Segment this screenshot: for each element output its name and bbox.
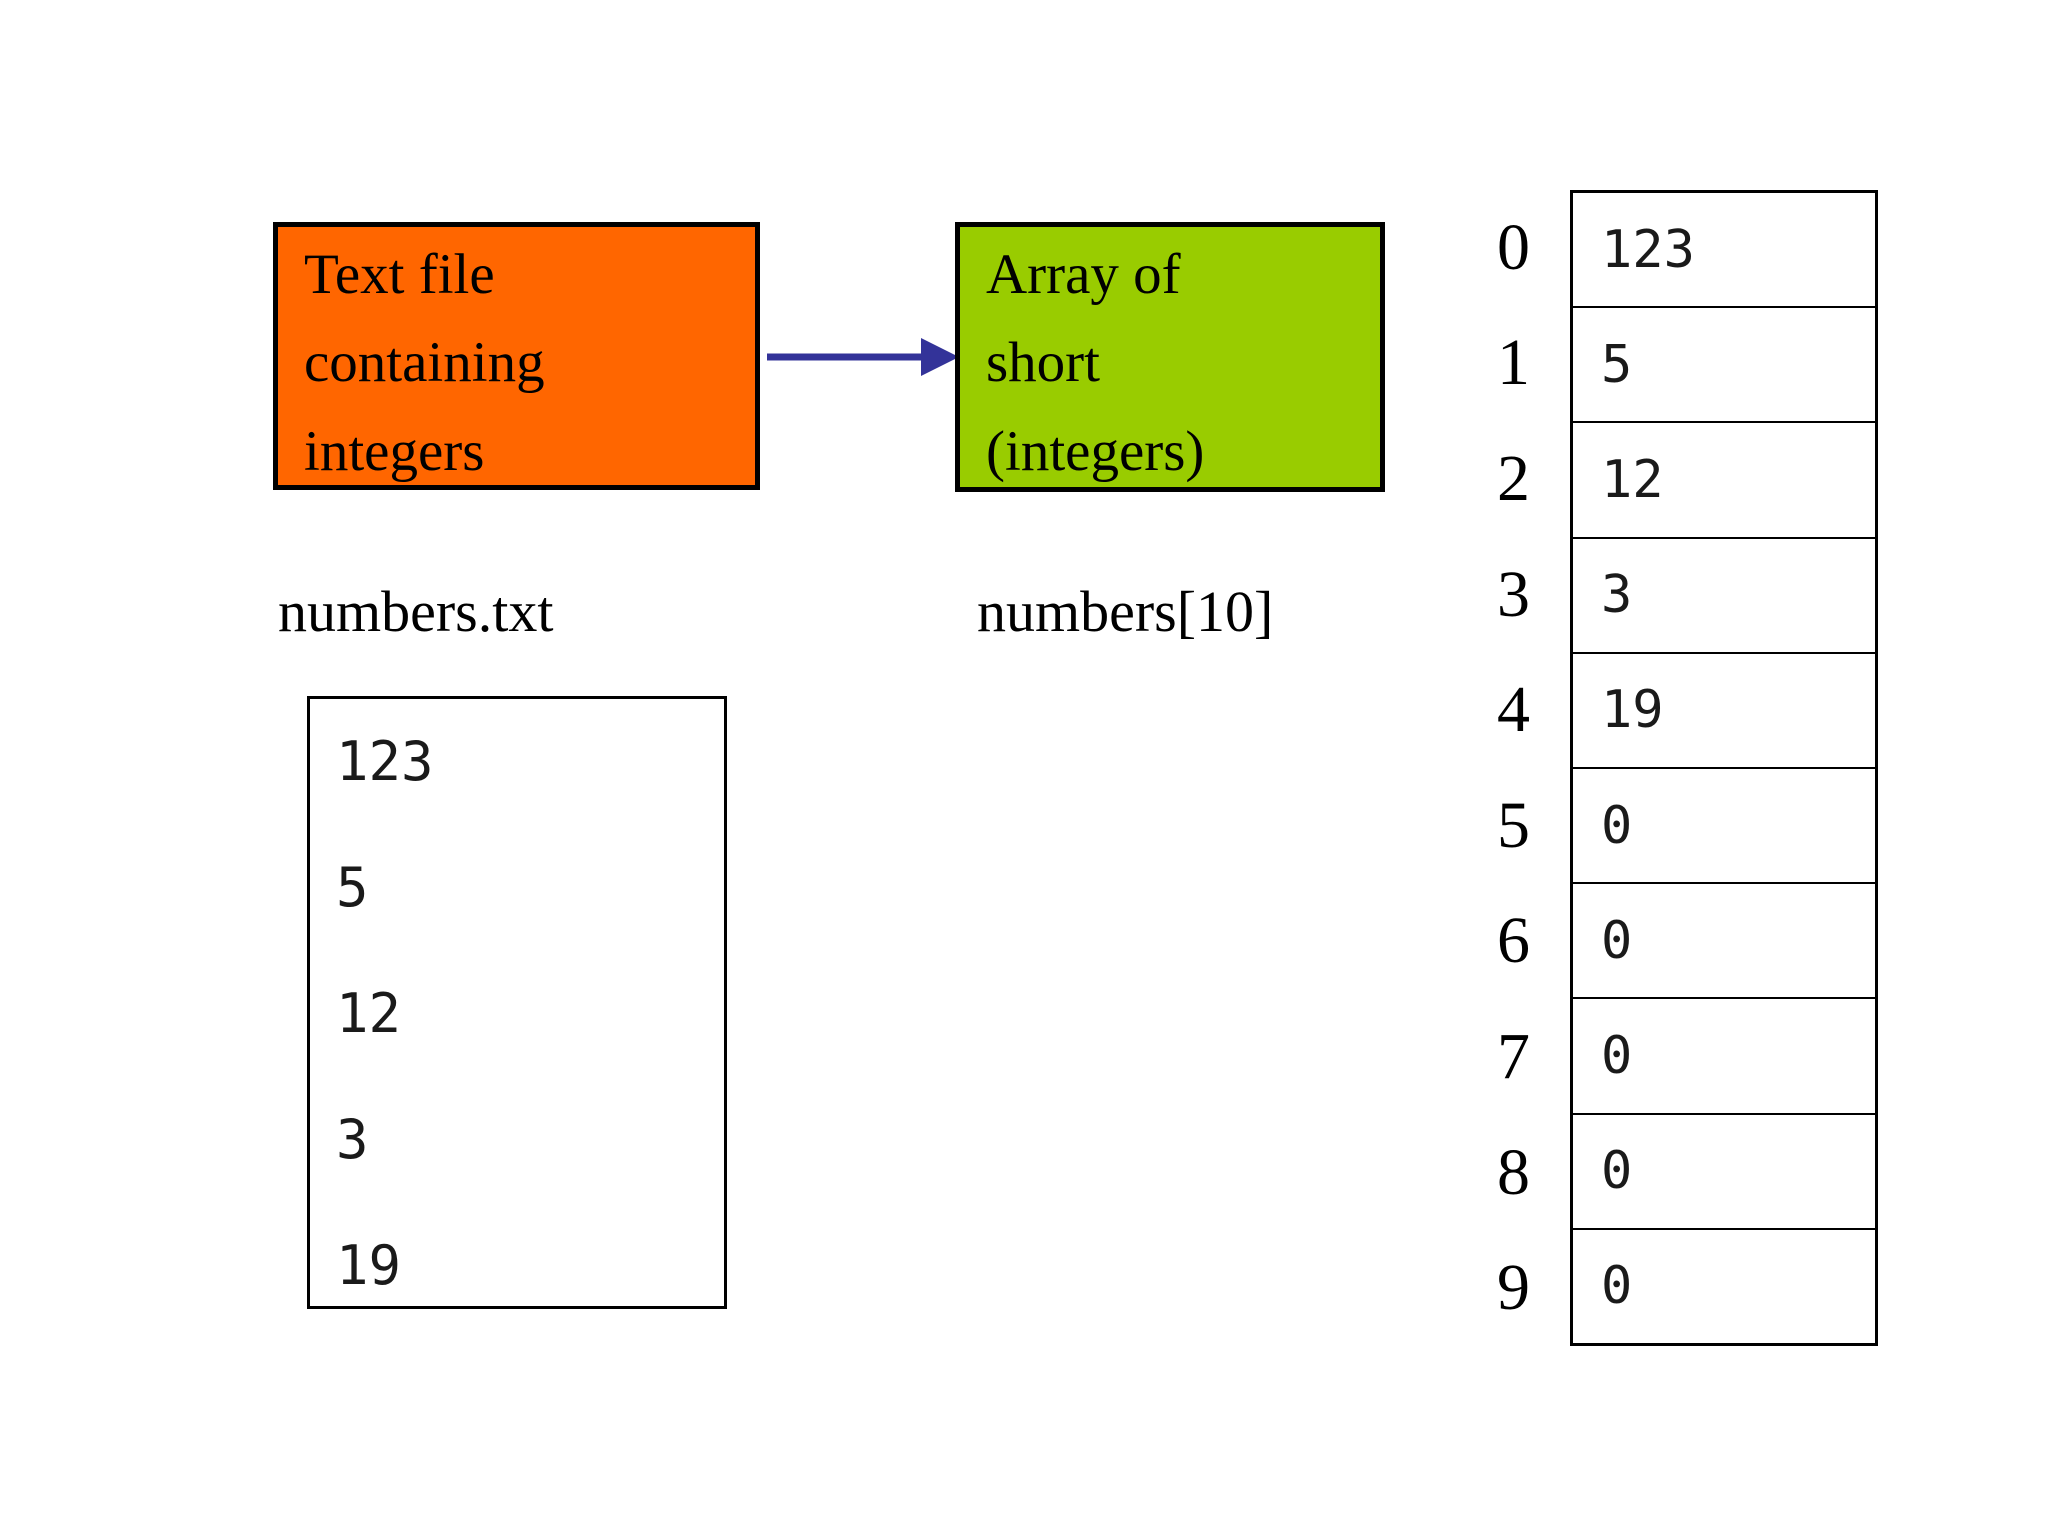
array-cell: 0 bbox=[1573, 1227, 1875, 1343]
file-to-array-arrow bbox=[767, 338, 959, 376]
array-cell: 0 bbox=[1573, 882, 1875, 997]
array-cell: 12 bbox=[1573, 421, 1875, 536]
file-content-line: 12 bbox=[336, 982, 402, 1045]
file-content-line: 3 bbox=[336, 1108, 369, 1171]
array-cell-value: 123 bbox=[1601, 219, 1695, 280]
array-cell: 0 bbox=[1573, 767, 1875, 882]
array-index-label: 3 bbox=[1497, 557, 1530, 631]
array-cell: 3 bbox=[1573, 536, 1875, 652]
array-index-label: 6 bbox=[1497, 904, 1530, 978]
array-index-column: 0 1 2 3 4 5 6 7 8 9 bbox=[1400, 190, 1530, 1346]
array-index-label: 7 bbox=[1497, 1019, 1530, 1093]
array-cell: 5 bbox=[1573, 306, 1875, 421]
array-cell-value: 3 bbox=[1601, 565, 1633, 626]
array-index-label: 1 bbox=[1497, 326, 1530, 400]
array-cell-value: 0 bbox=[1601, 910, 1633, 971]
array-cell: 0 bbox=[1573, 997, 1875, 1112]
file-content-line: 123 bbox=[336, 730, 434, 793]
array-cell-value: 5 bbox=[1601, 334, 1633, 395]
array-cell: 19 bbox=[1573, 651, 1875, 767]
array-index-label: 5 bbox=[1497, 788, 1530, 862]
array-cell-value: 0 bbox=[1601, 795, 1633, 856]
array-box: Array of short (integers) bbox=[955, 222, 1385, 492]
array-cell: 0 bbox=[1573, 1112, 1875, 1228]
array-index-label: 9 bbox=[1497, 1251, 1530, 1325]
array-index-label: 8 bbox=[1497, 1135, 1530, 1209]
file-content-line: 19 bbox=[336, 1234, 402, 1297]
array-index-label: 0 bbox=[1497, 210, 1530, 284]
array-cells-table: 123 5 12 3 19 0 0 0 0 0 bbox=[1570, 190, 1878, 1346]
array-cell-value: 12 bbox=[1601, 450, 1664, 510]
array-cell-value: 19 bbox=[1601, 680, 1664, 741]
file-name-label: numbers.txt bbox=[278, 579, 554, 644]
array-cell-value: 0 bbox=[1601, 1256, 1633, 1317]
array-cell: 123 bbox=[1573, 193, 1875, 306]
array-index-label: 2 bbox=[1497, 441, 1530, 515]
file-content-line: 5 bbox=[336, 856, 369, 919]
array-name-label: numbers[10] bbox=[977, 579, 1274, 644]
array-cell-value: 0 bbox=[1601, 1141, 1633, 1202]
text-file-box: Text file containing integers bbox=[273, 222, 760, 490]
array-index-label: 4 bbox=[1497, 673, 1530, 747]
arrow-head bbox=[921, 338, 959, 376]
array-cell-value: 0 bbox=[1601, 1026, 1633, 1087]
